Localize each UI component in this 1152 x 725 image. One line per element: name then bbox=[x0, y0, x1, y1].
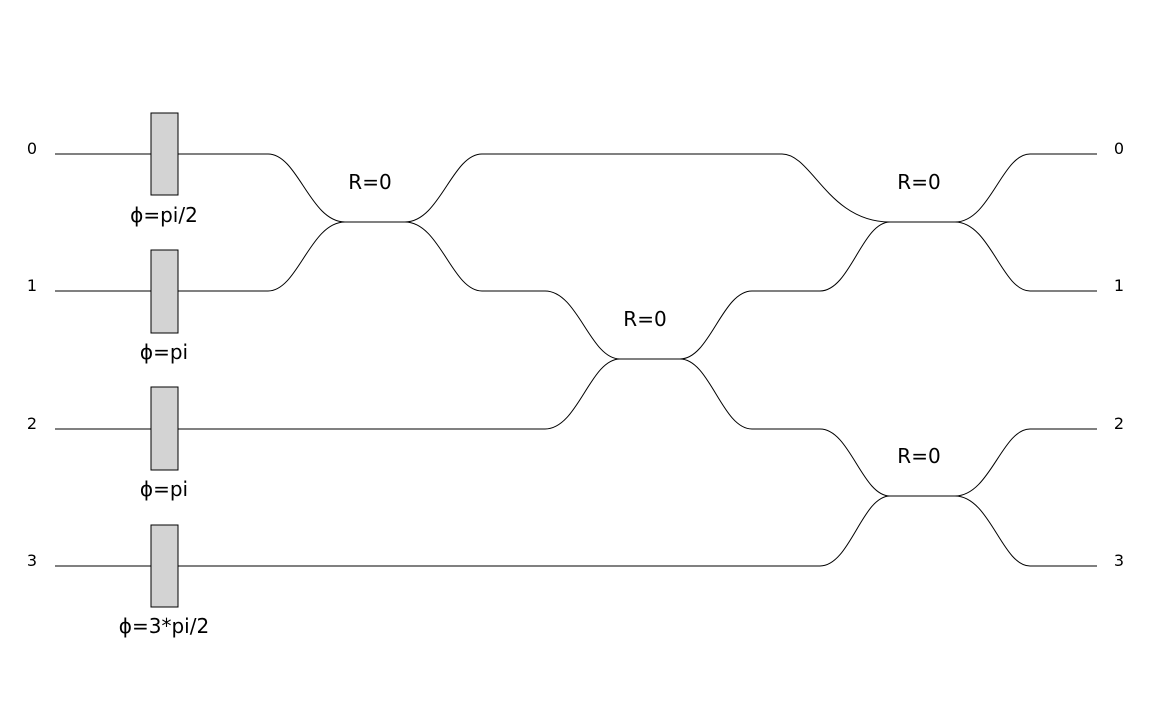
beam-splitter-label-4: R=0 bbox=[897, 444, 940, 468]
beam-splitter-label-3: R=0 bbox=[897, 170, 940, 194]
waveguide-mode-2 bbox=[55, 358, 1097, 497]
phase-label-mode-1: ϕ=pi bbox=[140, 340, 188, 364]
waveguide-mode-3 bbox=[55, 495, 1097, 567]
phase-label-mode-0: ϕ=pi/2 bbox=[130, 203, 198, 227]
input-mode-label-0: 0 bbox=[27, 139, 37, 158]
phase-shifter-mode-3 bbox=[150, 524, 179, 608]
input-mode-label-2: 2 bbox=[27, 414, 37, 433]
waveguide-mode-1 bbox=[55, 221, 1097, 360]
beam-splitter-label-1: R=0 bbox=[348, 170, 391, 194]
waveguide-mode-0 bbox=[55, 153, 1097, 223]
input-mode-label-3: 3 bbox=[27, 551, 37, 570]
beam-splitter-label-2: R=0 bbox=[623, 307, 666, 331]
phase-shifter-mode-1 bbox=[150, 249, 179, 334]
phase-label-mode-2: ϕ=pi bbox=[140, 477, 188, 501]
input-mode-label-1: 1 bbox=[27, 276, 37, 295]
phase-label-mode-3: ϕ=3*pi/2 bbox=[119, 614, 209, 638]
output-mode-label-1: 1 bbox=[1114, 276, 1124, 295]
phase-shifter-mode-0 bbox=[150, 112, 179, 196]
output-mode-label-2: 2 bbox=[1114, 414, 1124, 433]
output-mode-label-0: 0 bbox=[1114, 139, 1124, 158]
output-mode-label-3: 3 bbox=[1114, 551, 1124, 570]
phase-shifter-mode-2 bbox=[150, 386, 179, 471]
